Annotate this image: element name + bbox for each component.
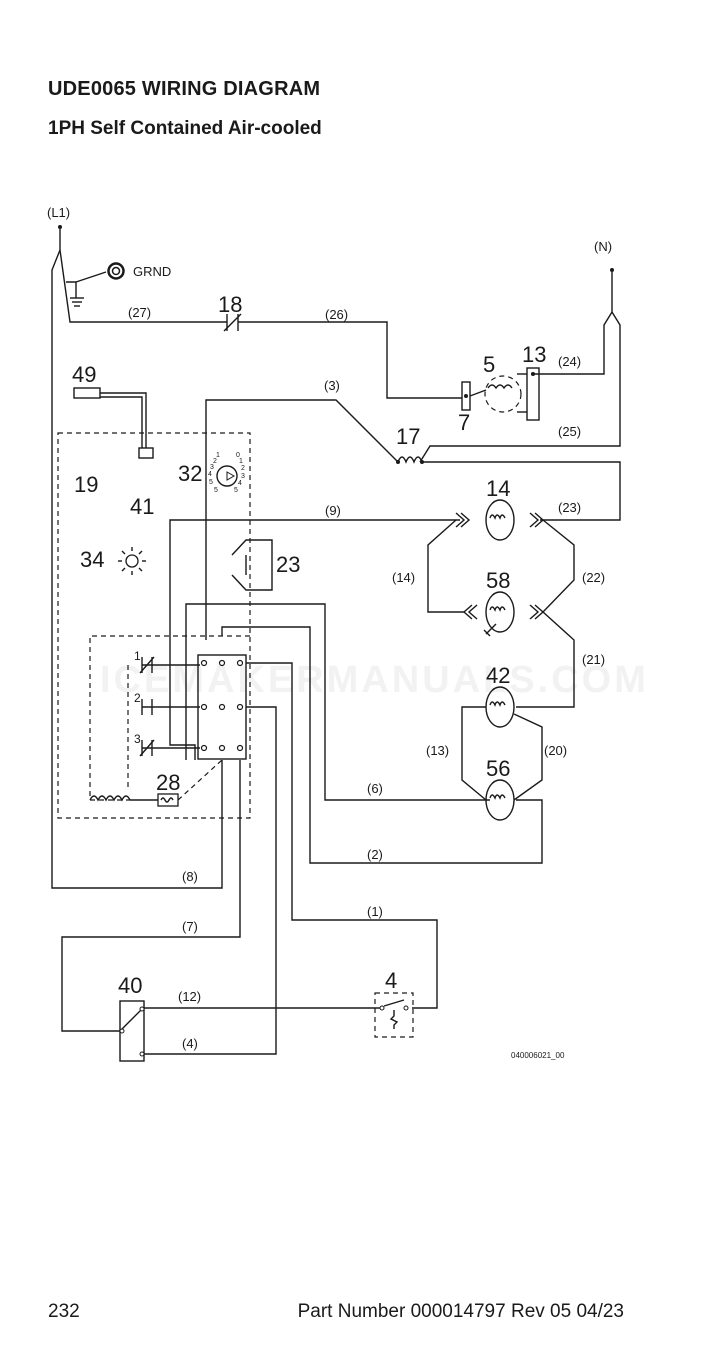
component-58: 58 (486, 568, 510, 593)
capacitor-13 (517, 367, 540, 421)
wire-2 (221, 626, 543, 864)
wire-label-9: (9) (325, 503, 341, 518)
terminal-points (200, 659, 244, 752)
fan-motor-5 (469, 375, 522, 413)
component-56: 56 (486, 756, 510, 781)
page-number: 232 (48, 1301, 80, 1322)
wire-label-3: (3) (324, 378, 340, 393)
component-42: 42 (486, 663, 510, 688)
wire-20 (513, 713, 543, 801)
wire-label-2: (2) (367, 847, 383, 862)
wire-label-27: (27) (128, 305, 151, 320)
drawing-number: 040006021_00 (511, 1051, 565, 1060)
svg-text:5: 5 (209, 479, 213, 486)
wire-label-20: (20) (544, 743, 567, 758)
terminal-n-label: (N) (594, 239, 612, 254)
relay-contacts (127, 656, 200, 790)
dial-scale: 1 2 3 4 5 0 1 2 3 4 5 5 (208, 452, 245, 494)
relay-coil (89, 795, 158, 802)
component-18: 18 (218, 292, 242, 317)
svg-text:1: 1 (239, 458, 243, 465)
part-number: Part Number 000014797 Rev 05 04/23 (297, 1301, 624, 1322)
wire-label-13: (13) (426, 743, 449, 758)
svg-text:2: 2 (213, 458, 217, 465)
switch-23 (231, 539, 273, 591)
component-34: 34 (80, 547, 104, 572)
wire-26 (238, 321, 462, 399)
svg-text:2: 2 (241, 465, 245, 472)
wire-label-26: (26) (325, 307, 348, 322)
svg-text:0: 0 (236, 452, 240, 459)
wire-label-1: (1) (367, 904, 383, 919)
svg-text:5: 5 (234, 487, 238, 494)
wire-1 (246, 662, 438, 1009)
svg-text:5: 5 (214, 487, 218, 494)
wire-label-7: (7) (182, 919, 198, 934)
component-7: 7 (458, 410, 470, 435)
wire-label-23: (23) (558, 500, 581, 515)
svg-text:4: 4 (238, 480, 242, 487)
wire-label-22: (22) (582, 570, 605, 585)
wire-label-12: (12) (178, 989, 201, 1004)
wire-7 (61, 760, 241, 1032)
terminal-l1-label: (L1) (47, 205, 70, 220)
component-4: 4 (385, 968, 397, 993)
component-40: 40 (118, 973, 142, 998)
component-49: 49 (72, 362, 96, 387)
motor-14 (455, 499, 545, 541)
wire-label-21: (21) (582, 652, 605, 667)
page-subtitle: 1PH Self Contained Air-cooled (48, 118, 322, 139)
wire-9 (169, 519, 460, 760)
wire-21 (516, 611, 575, 708)
wire-label-6: (6) (367, 781, 383, 796)
wire-label-14: (14) (392, 570, 415, 585)
component-13: 13 (522, 342, 546, 367)
ground-symbol (66, 262, 125, 307)
watermark: ICEMAKERMANUALS.COM (100, 659, 649, 701)
switch-40 (119, 1000, 145, 1062)
thermostat-4 (374, 992, 414, 1038)
component-19: 19 (74, 472, 98, 497)
coil-17 (396, 456, 424, 464)
wire-22 (542, 519, 575, 613)
relay-contact-1: 1 (134, 649, 141, 663)
wire-label-8: (8) (182, 869, 198, 884)
motor-56 (485, 779, 515, 821)
component-32: 32 (178, 461, 202, 486)
page-title: UDE0065 WIRING DIAGRAM (48, 78, 321, 100)
relay-contact-2: 2 (134, 691, 141, 705)
wire-label-25: (25) (558, 424, 581, 439)
svg-text:1: 1 (216, 452, 220, 459)
relay-contact-3: 3 (134, 732, 141, 746)
component-28: 28 (156, 770, 180, 795)
light-34-icon (118, 547, 146, 575)
wire-label-4: (4) (182, 1036, 198, 1051)
motor-58 (462, 591, 545, 637)
wire-6 (185, 603, 490, 801)
wire-23 (422, 461, 621, 521)
component-23: 23 (276, 552, 300, 577)
ground-label: GRND (133, 264, 171, 279)
component-14: 14 (486, 476, 510, 501)
wire-label-24: (24) (558, 354, 581, 369)
probe-49 (73, 387, 154, 459)
wire-14 (427, 519, 464, 613)
l1-line (51, 225, 227, 889)
heater-28 (157, 759, 223, 807)
svg-text:4: 4 (208, 471, 212, 478)
dial-32 (216, 465, 238, 487)
relay-outline (89, 635, 250, 801)
n-line (419, 268, 621, 463)
svg-text:3: 3 (241, 473, 245, 480)
thermal-protector-7 (461, 381, 471, 411)
wire-13 (461, 706, 487, 801)
component-41: 41 (130, 494, 154, 519)
component-17: 17 (396, 424, 420, 449)
svg-text:3: 3 (210, 464, 214, 471)
wire-4 (144, 706, 277, 1055)
component-5: 5 (483, 352, 495, 377)
